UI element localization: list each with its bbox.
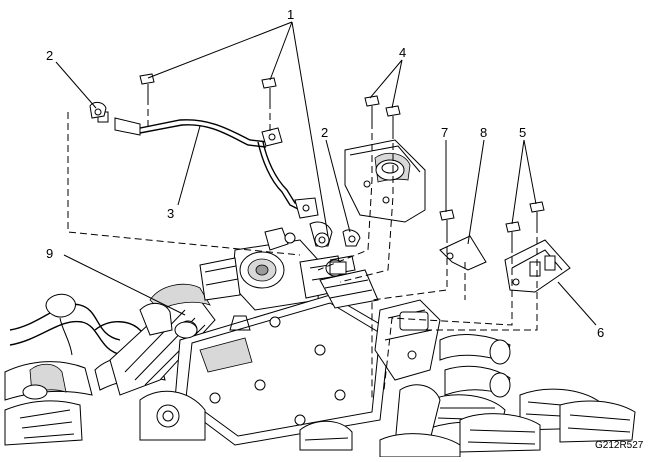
- callout-2-left: 2: [46, 48, 53, 63]
- callout-labels: 1 2 2 3 4 5 6 7 8 9: [46, 7, 604, 340]
- part-4-reservoir: [344, 95, 426, 223]
- part-1-bolts: [139, 73, 277, 102]
- engine-assembly: [4, 227, 636, 458]
- callout-8: 8: [480, 125, 487, 140]
- callout-3: 3: [167, 206, 174, 221]
- leader-lines: [55, 21, 597, 326]
- callout-9: 9: [46, 246, 53, 261]
- callout-7: 7: [441, 125, 448, 140]
- callout-2-right: 2: [321, 125, 328, 140]
- part-3-pipe-assembly: [97, 111, 333, 248]
- callout-5: 5: [519, 125, 526, 140]
- part-5-6-bracket: [504, 201, 571, 293]
- callout-6: 6: [597, 325, 604, 340]
- part-7-8-bracket: [439, 209, 487, 271]
- callout-1: 1: [287, 7, 294, 22]
- callout-4: 4: [399, 45, 406, 60]
- figure-id: G212R527: [595, 440, 644, 451]
- assembly-lines: [67, 98, 538, 400]
